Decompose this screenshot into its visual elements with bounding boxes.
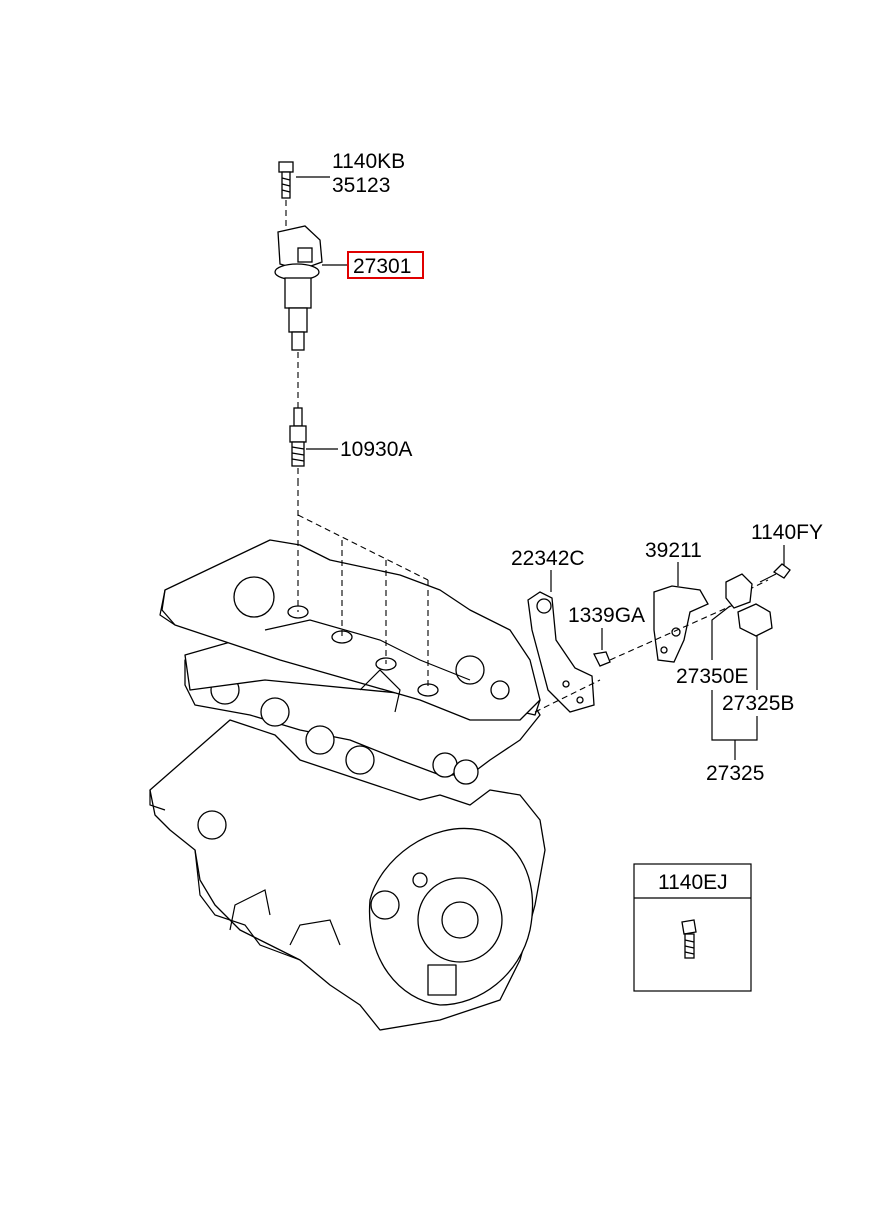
spark-plug bbox=[289, 407, 307, 467]
block-boss-mid bbox=[370, 890, 400, 920]
crank-hub bbox=[441, 901, 479, 939]
block-rib-2 bbox=[289, 919, 341, 946]
block-hole bbox=[412, 872, 428, 888]
coil-connector-plug bbox=[297, 247, 313, 263]
bolt-top-head bbox=[278, 161, 294, 173]
label-1339ga: 1339GA bbox=[568, 604, 645, 627]
label-27301: 27301 bbox=[353, 255, 411, 278]
head-port-4 bbox=[345, 745, 375, 775]
ignition-coil bbox=[274, 225, 323, 351]
head-port-6 bbox=[453, 759, 479, 785]
inset-bolt-thread bbox=[684, 939, 695, 955]
plug-insulator bbox=[293, 407, 303, 427]
label-39211: 39211 bbox=[645, 539, 702, 562]
head-port-5 bbox=[432, 752, 458, 778]
head-port-2 bbox=[260, 697, 290, 727]
block-boss-left bbox=[197, 810, 227, 840]
label-1140fy: 1140FY bbox=[751, 521, 823, 544]
bracket-39211 bbox=[653, 585, 709, 663]
inset-bolt-head bbox=[681, 919, 697, 935]
nut-1339ga bbox=[593, 651, 611, 667]
coil-tip bbox=[291, 331, 305, 351]
bolt-top-thread bbox=[281, 177, 291, 193]
bolt-top bbox=[278, 161, 294, 199]
bolt-1140fy-shank bbox=[759, 573, 777, 583]
block-port bbox=[427, 964, 457, 996]
plug-drop-link bbox=[297, 514, 429, 581]
dash-bracket-chain bbox=[609, 601, 741, 661]
valve-cover-cap bbox=[233, 576, 275, 618]
bracket-22342c-hole bbox=[536, 598, 552, 614]
nut-1339ga-body bbox=[593, 651, 611, 667]
highlight-box-27301 bbox=[347, 251, 424, 279]
bracket-22342c bbox=[527, 591, 595, 713]
valve-cover-stud bbox=[359, 669, 401, 713]
connector-27325b-body bbox=[737, 603, 773, 637]
valve-cover-boss-2 bbox=[490, 680, 510, 700]
engine-assembly bbox=[149, 480, 546, 1031]
bracket-22342c-body bbox=[527, 591, 595, 713]
head-port-3 bbox=[305, 725, 335, 755]
coil-body bbox=[284, 277, 312, 309]
label-27350e: 27350E bbox=[676, 665, 748, 688]
bolt-1140fy bbox=[759, 563, 791, 583]
label-27325b: 27325B bbox=[722, 692, 794, 715]
bolt-1140fy-head bbox=[772, 563, 791, 579]
bracket-22342c-hole-2 bbox=[562, 680, 570, 688]
block-edge bbox=[149, 790, 166, 811]
label-1140kb: 1140KB bbox=[332, 150, 405, 173]
inset-1140ej: 1140EJ bbox=[633, 863, 752, 992]
valve-cover-rib bbox=[264, 619, 471, 681]
bracket-22342c-hole-3 bbox=[576, 696, 584, 704]
bracket-39211-hole-2 bbox=[660, 646, 668, 654]
plug-hex bbox=[289, 425, 307, 443]
inset-title: 1140EJ bbox=[658, 871, 728, 894]
leader-27350e bbox=[711, 605, 731, 660]
sensor-27350e bbox=[725, 573, 753, 609]
label-35123: 35123 bbox=[332, 174, 390, 197]
label-10930a: 10930A bbox=[340, 438, 412, 461]
label-22342c: 22342C bbox=[511, 547, 585, 570]
sensor-27350e-body bbox=[725, 573, 753, 609]
label-27325: 27325 bbox=[706, 762, 764, 785]
valve-cover-edge bbox=[159, 589, 176, 626]
connector-27325b bbox=[737, 603, 773, 637]
coil-boot bbox=[288, 307, 308, 333]
block-rib bbox=[229, 889, 271, 931]
block-lower-edge bbox=[194, 849, 301, 961]
dash-bracket-to-engine bbox=[534, 679, 601, 713]
plug-thread-lines bbox=[291, 446, 305, 462]
